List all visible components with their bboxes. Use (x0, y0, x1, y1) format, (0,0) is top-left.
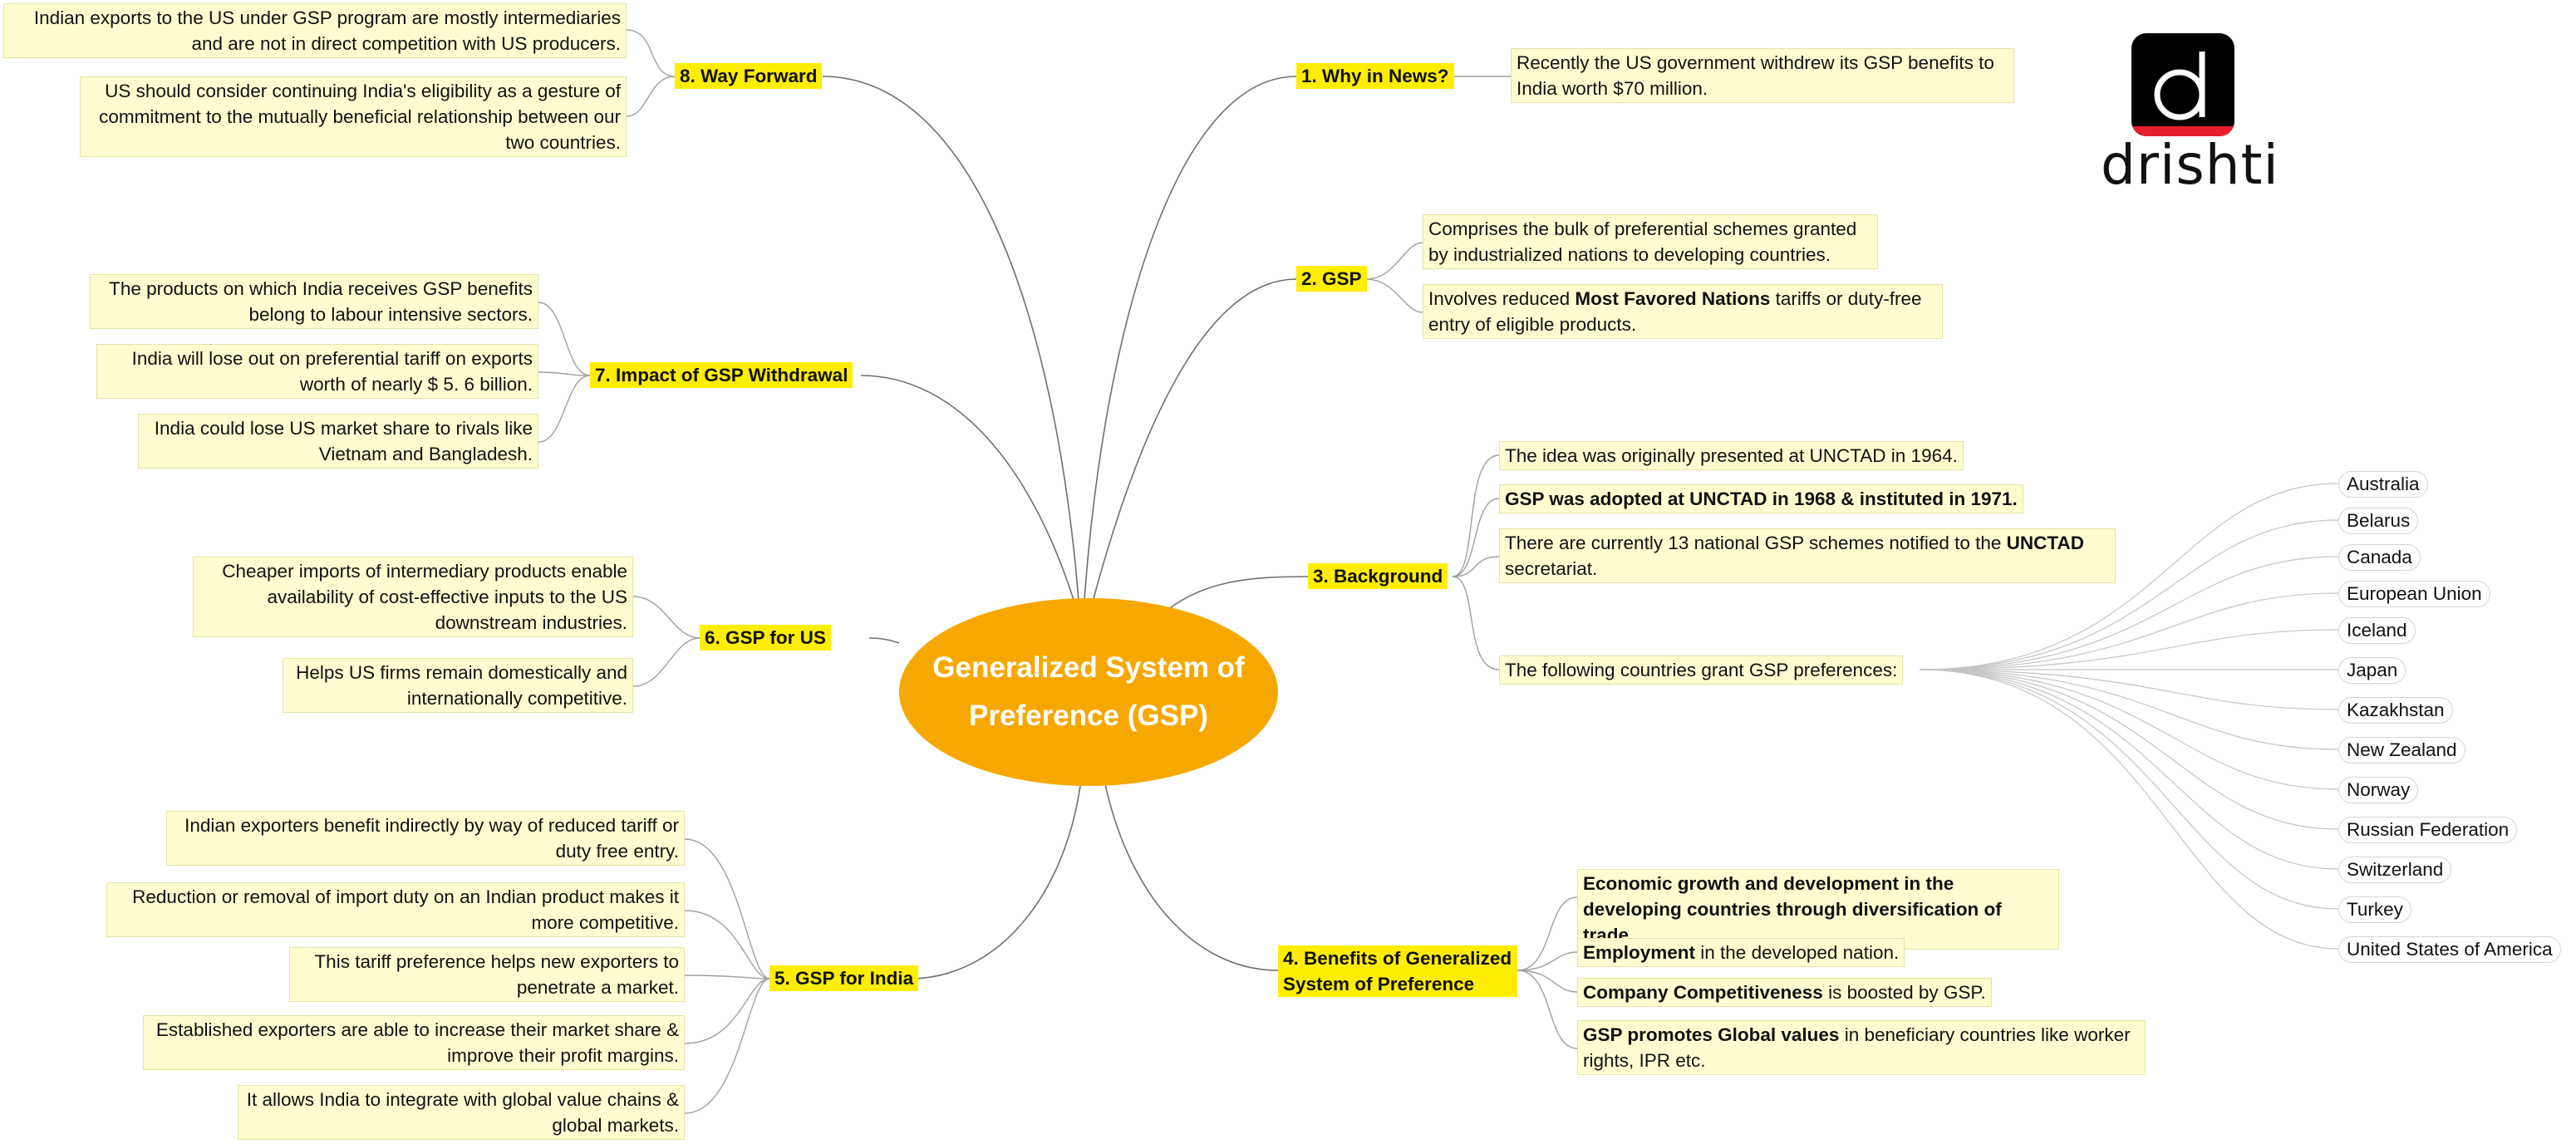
note-india-2: Reduction or removal of import duty on a… (106, 882, 685, 937)
drishti-logo-mark (2131, 33, 2234, 136)
note-impact-1: The products on which India receives GSP… (90, 274, 538, 329)
note-benefits-3: Company Competitiveness is boosted by GS… (1577, 978, 1992, 1007)
country-chip: Australia (2338, 471, 2428, 498)
note-india-5: It allows India to integrate with global… (238, 1085, 685, 1140)
note-background-1: The idea was originally presented at UNC… (1499, 441, 1964, 470)
country-chip: Iceland (2338, 617, 2416, 644)
central-topic[interactable]: Generalized System of Preference (GSP) (899, 598, 1278, 786)
country-chip: New Zealand (2338, 737, 2465, 763)
country-chip: United States of America (2338, 936, 2561, 963)
note-way-forward-1: Indian exports to the US under GSP progr… (3, 3, 627, 58)
branch-why-in-news[interactable]: 1. Why in News? (1296, 63, 1454, 89)
note-benefits-4: GSP promotes Global values in beneficiar… (1577, 1020, 2146, 1075)
note-gsp-2: Involves reduced Most Favored Nations ta… (1423, 284, 1943, 339)
country-chip: Switzerland (2338, 857, 2452, 883)
branch-impact-of-gsp-withdrawal[interactable]: 7. Impact of GSP Withdrawal (590, 362, 853, 388)
country-chip: Canada (2338, 544, 2421, 571)
note-us-2: Helps US firms remain domestically and i… (283, 658, 633, 713)
country-chip: Turkey (2338, 896, 2411, 923)
central-topic-title: Generalized System of Preference (GSP) (932, 651, 1245, 732)
note-gsp-1: Comprises the bulk of preferential schem… (1423, 214, 1878, 269)
branch-gsp[interactable]: 2. GSP (1296, 266, 1367, 292)
note-why-in-news-1: Recently the US government withdrew its … (1511, 48, 2014, 103)
country-chip: European Union (2338, 581, 2490, 607)
branch-gsp-for-india[interactable]: 5. GSP for India (769, 965, 919, 991)
note-india-1: Indian exporters benefit indirectly by w… (166, 811, 685, 866)
note-background-3: There are currently 13 national GSP sche… (1499, 528, 2116, 583)
branch-benefits-of-gsp[interactable]: 4. Benefits of Generalized System of Pre… (1278, 945, 1517, 997)
note-india-3: This tariff preference helps new exporte… (289, 947, 685, 1002)
branch-gsp-for-us[interactable]: 6. GSP for US (700, 625, 831, 651)
country-chip: Kazakhstan (2338, 697, 2453, 724)
note-background-4: The following countries grant GSP prefer… (1499, 655, 1904, 685)
note-impact-2: India will lose out on preferential tari… (96, 344, 538, 399)
note-way-forward-2: US should consider continuing India's el… (80, 76, 627, 157)
note-benefits-1: Economic growth and development in the d… (1577, 869, 2059, 950)
country-chip: Norway (2338, 777, 2419, 803)
branch-background[interactable]: 3. Background (1308, 563, 1448, 589)
note-benefits-2: Employment in the developed nation. (1577, 938, 1905, 967)
note-background-2: GSP was adopted at UNCTAD in 1968 & inst… (1499, 484, 2023, 513)
note-india-4: Established exporters are able to increa… (143, 1015, 685, 1070)
drishti-logo-wordmark: drishti (2101, 133, 2279, 197)
country-chip: Russian Federation (2338, 817, 2518, 843)
country-chip: Belarus (2338, 508, 2419, 534)
country-chip: Japan (2338, 657, 2406, 684)
note-us-1: Cheaper imports of intermediary products… (193, 557, 633, 637)
note-impact-3: India could lose US market share to riva… (138, 414, 538, 469)
drishti-logo: drishti (2101, 33, 2279, 197)
branch-way-forward[interactable]: 8. Way Forward (675, 63, 823, 89)
